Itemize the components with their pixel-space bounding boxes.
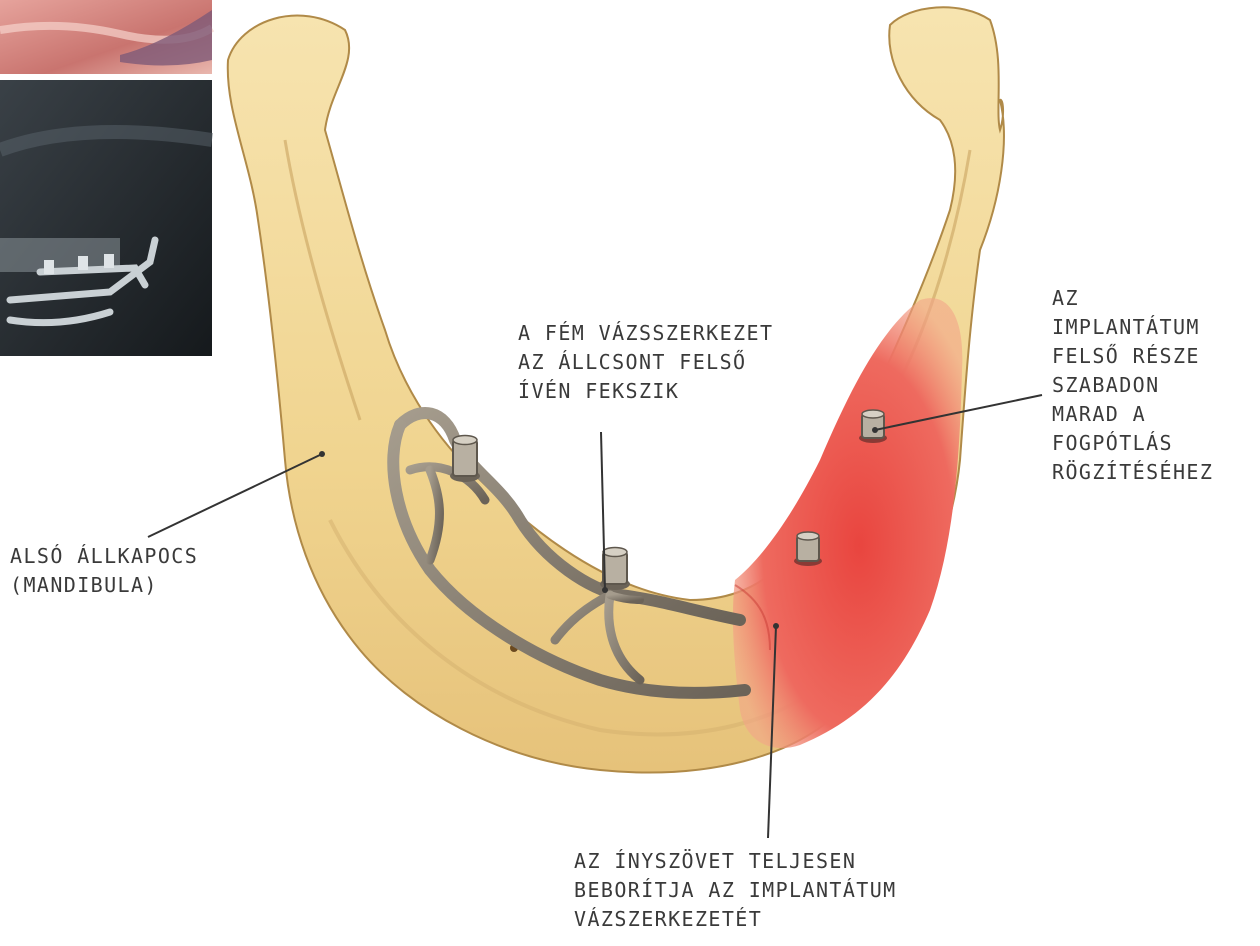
- label-line: FOGPÓTLÁS: [1052, 429, 1213, 458]
- label-abutment: AZ IMPLANTÁTUM FELSŐ RÉSZE SZABADON MARA…: [1052, 284, 1213, 487]
- label-line: AZ: [1052, 284, 1213, 313]
- label-line: A FÉM VÁZSSZERKEZET: [518, 319, 773, 348]
- label-line: ALSÓ ÁLLKAPOCS: [10, 542, 198, 571]
- label-line: AZ ÍNYSZÖVET TELJESEN: [574, 847, 897, 876]
- label-mandible: ALSÓ ÁLLKAPOCS (MANDIBULA): [10, 542, 198, 600]
- inset-xray: [0, 80, 212, 356]
- label-line: AZ ÁLLCSONT FELSŐ: [518, 348, 773, 377]
- label-framework: A FÉM VÁZSSZERKEZET AZ ÁLLCSONT FELSŐ ÍV…: [518, 319, 773, 406]
- label-line: RÖGZÍTÉSÉHEZ: [1052, 458, 1213, 487]
- label-line: BEBORÍTJA AZ IMPLANTÁTUM: [574, 876, 897, 905]
- label-line: ÍVÉN FEKSZIK: [518, 377, 773, 406]
- label-line: (MANDIBULA): [10, 571, 198, 600]
- label-line: IMPLANTÁTUM: [1052, 313, 1213, 342]
- inset-photo: [0, 0, 212, 74]
- label-line: MARAD A: [1052, 400, 1213, 429]
- label-line: VÁZSZERKEZETÉT: [574, 905, 897, 934]
- label-line: SZABADON: [1052, 371, 1213, 400]
- label-gum: AZ ÍNYSZÖVET TELJESEN BEBORÍTJA AZ IMPLA…: [574, 847, 897, 934]
- label-line: FELSŐ RÉSZE: [1052, 342, 1213, 371]
